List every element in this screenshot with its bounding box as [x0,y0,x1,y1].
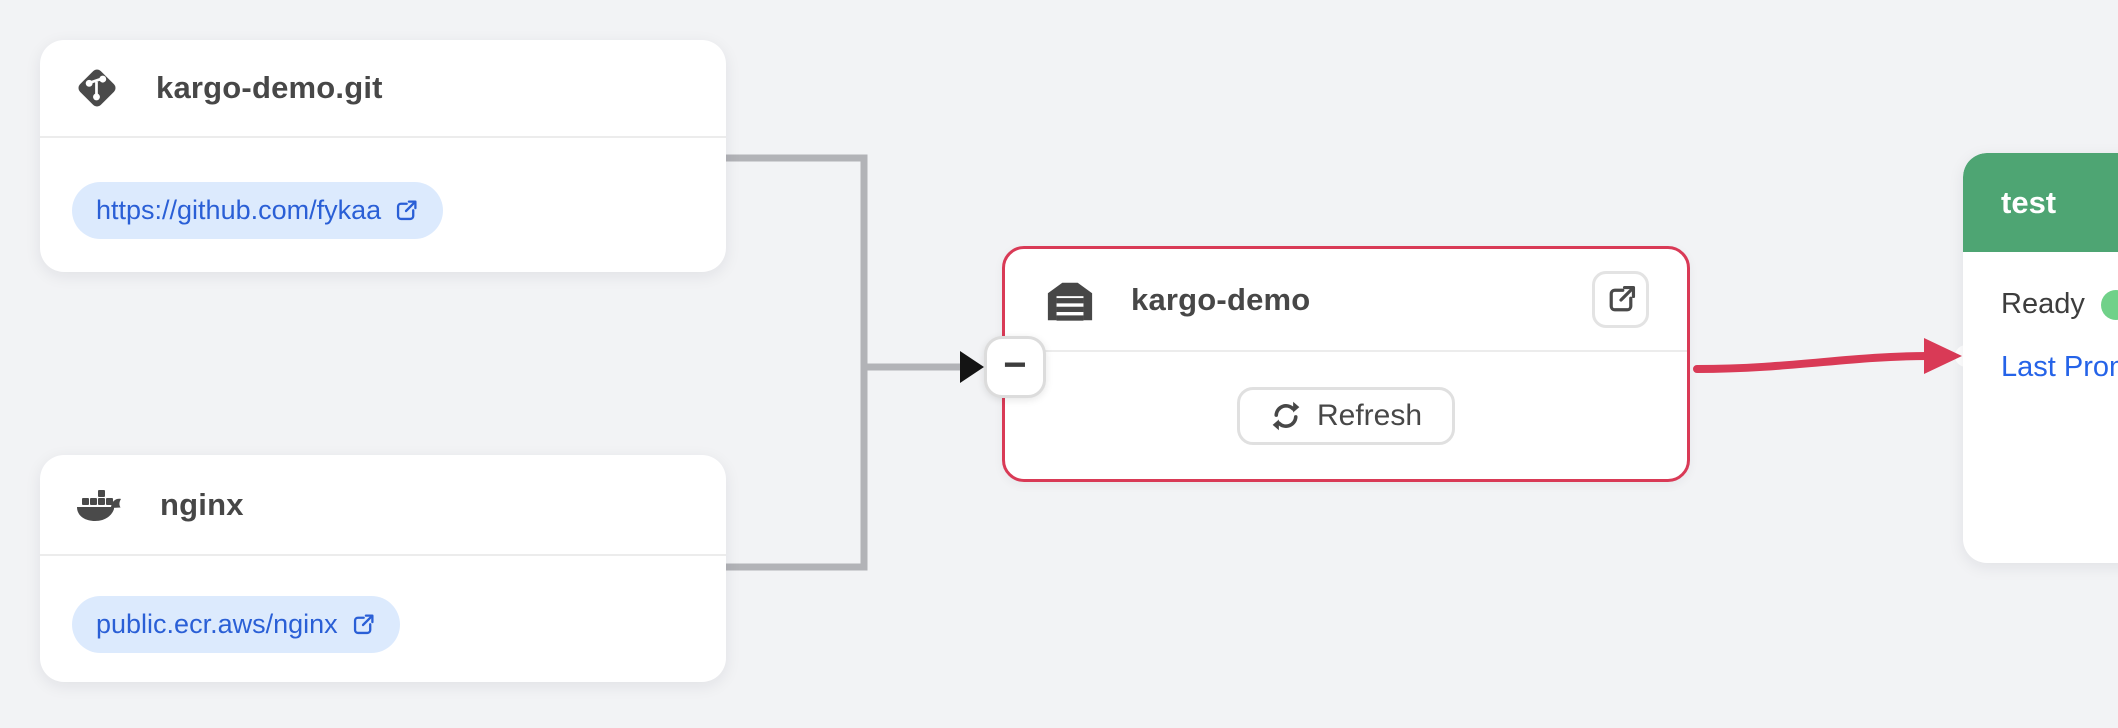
last-promotion-link[interactable]: Last Promotion [2001,351,2118,383]
stage-node-test-title: test [2001,184,2057,220]
repo-nginx-url-text: public.ecr.aws/nginx [96,609,338,639]
divider [40,136,726,138]
stage-health-row: Ready [2001,288,2118,321]
repo-node-nginx[interactable]: nginx public.ecr.aws/nginx [40,455,726,682]
divider [40,554,726,556]
edge-arrowhead-red [1924,338,1962,374]
repo-node-nginx-body: public.ecr.aws/nginx [40,556,726,653]
edge-warehouse-to-stage [1693,352,1932,373]
external-link-icon [1609,285,1635,311]
repo-node-git-title: kargo-demo.git [156,70,383,105]
stage-health-label: Ready [2001,288,2085,320]
health-status-dot-icon [2100,289,2118,320]
external-link-icon [353,613,374,634]
warehouse-node-title: kargo-demo [1131,281,1311,317]
refresh-icon [1272,401,1300,431]
stage-node-test[interactable]: test Ready Last Promotion [1963,153,2118,563]
warehouse-node-body: Refresh [1005,352,1687,480]
git-icon [78,69,116,107]
edge-repos-junction [718,154,868,571]
repo-git-url-link[interactable]: https://github.com/fykaa [72,182,444,239]
repo-nginx-url-link[interactable]: public.ecr.aws/nginx [72,596,400,653]
docker-icon [77,489,121,521]
repo-node-git-header: kargo-demo.git [40,40,726,136]
stage-node-test-header: test [1963,153,2118,252]
collapse-edges-button[interactable]: − [984,336,1046,398]
warehouse-node-header: kargo-demo [1005,249,1687,350]
repo-git-url-text: https://github.com/fykaa [96,195,382,225]
warehouse-icon [1047,282,1093,321]
warehouse-node[interactable]: kargo-demo Refresh [1002,246,1690,482]
edge-arrowhead-black [960,351,984,383]
repo-node-nginx-header: nginx [40,455,726,554]
repo-node-git[interactable]: kargo-demo.git https://github.com/fykaa [40,40,726,272]
warehouse-open-button[interactable] [1592,271,1649,328]
refresh-button[interactable]: Refresh [1236,387,1456,445]
refresh-button-label: Refresh [1316,399,1423,432]
divider [1005,350,1687,352]
repo-node-git-body: https://github.com/fykaa [40,138,726,239]
stage-node-test-body: Ready Last Promotion [1963,252,2118,384]
repo-node-nginx-title: nginx [160,486,244,522]
external-link-icon [397,199,417,220]
